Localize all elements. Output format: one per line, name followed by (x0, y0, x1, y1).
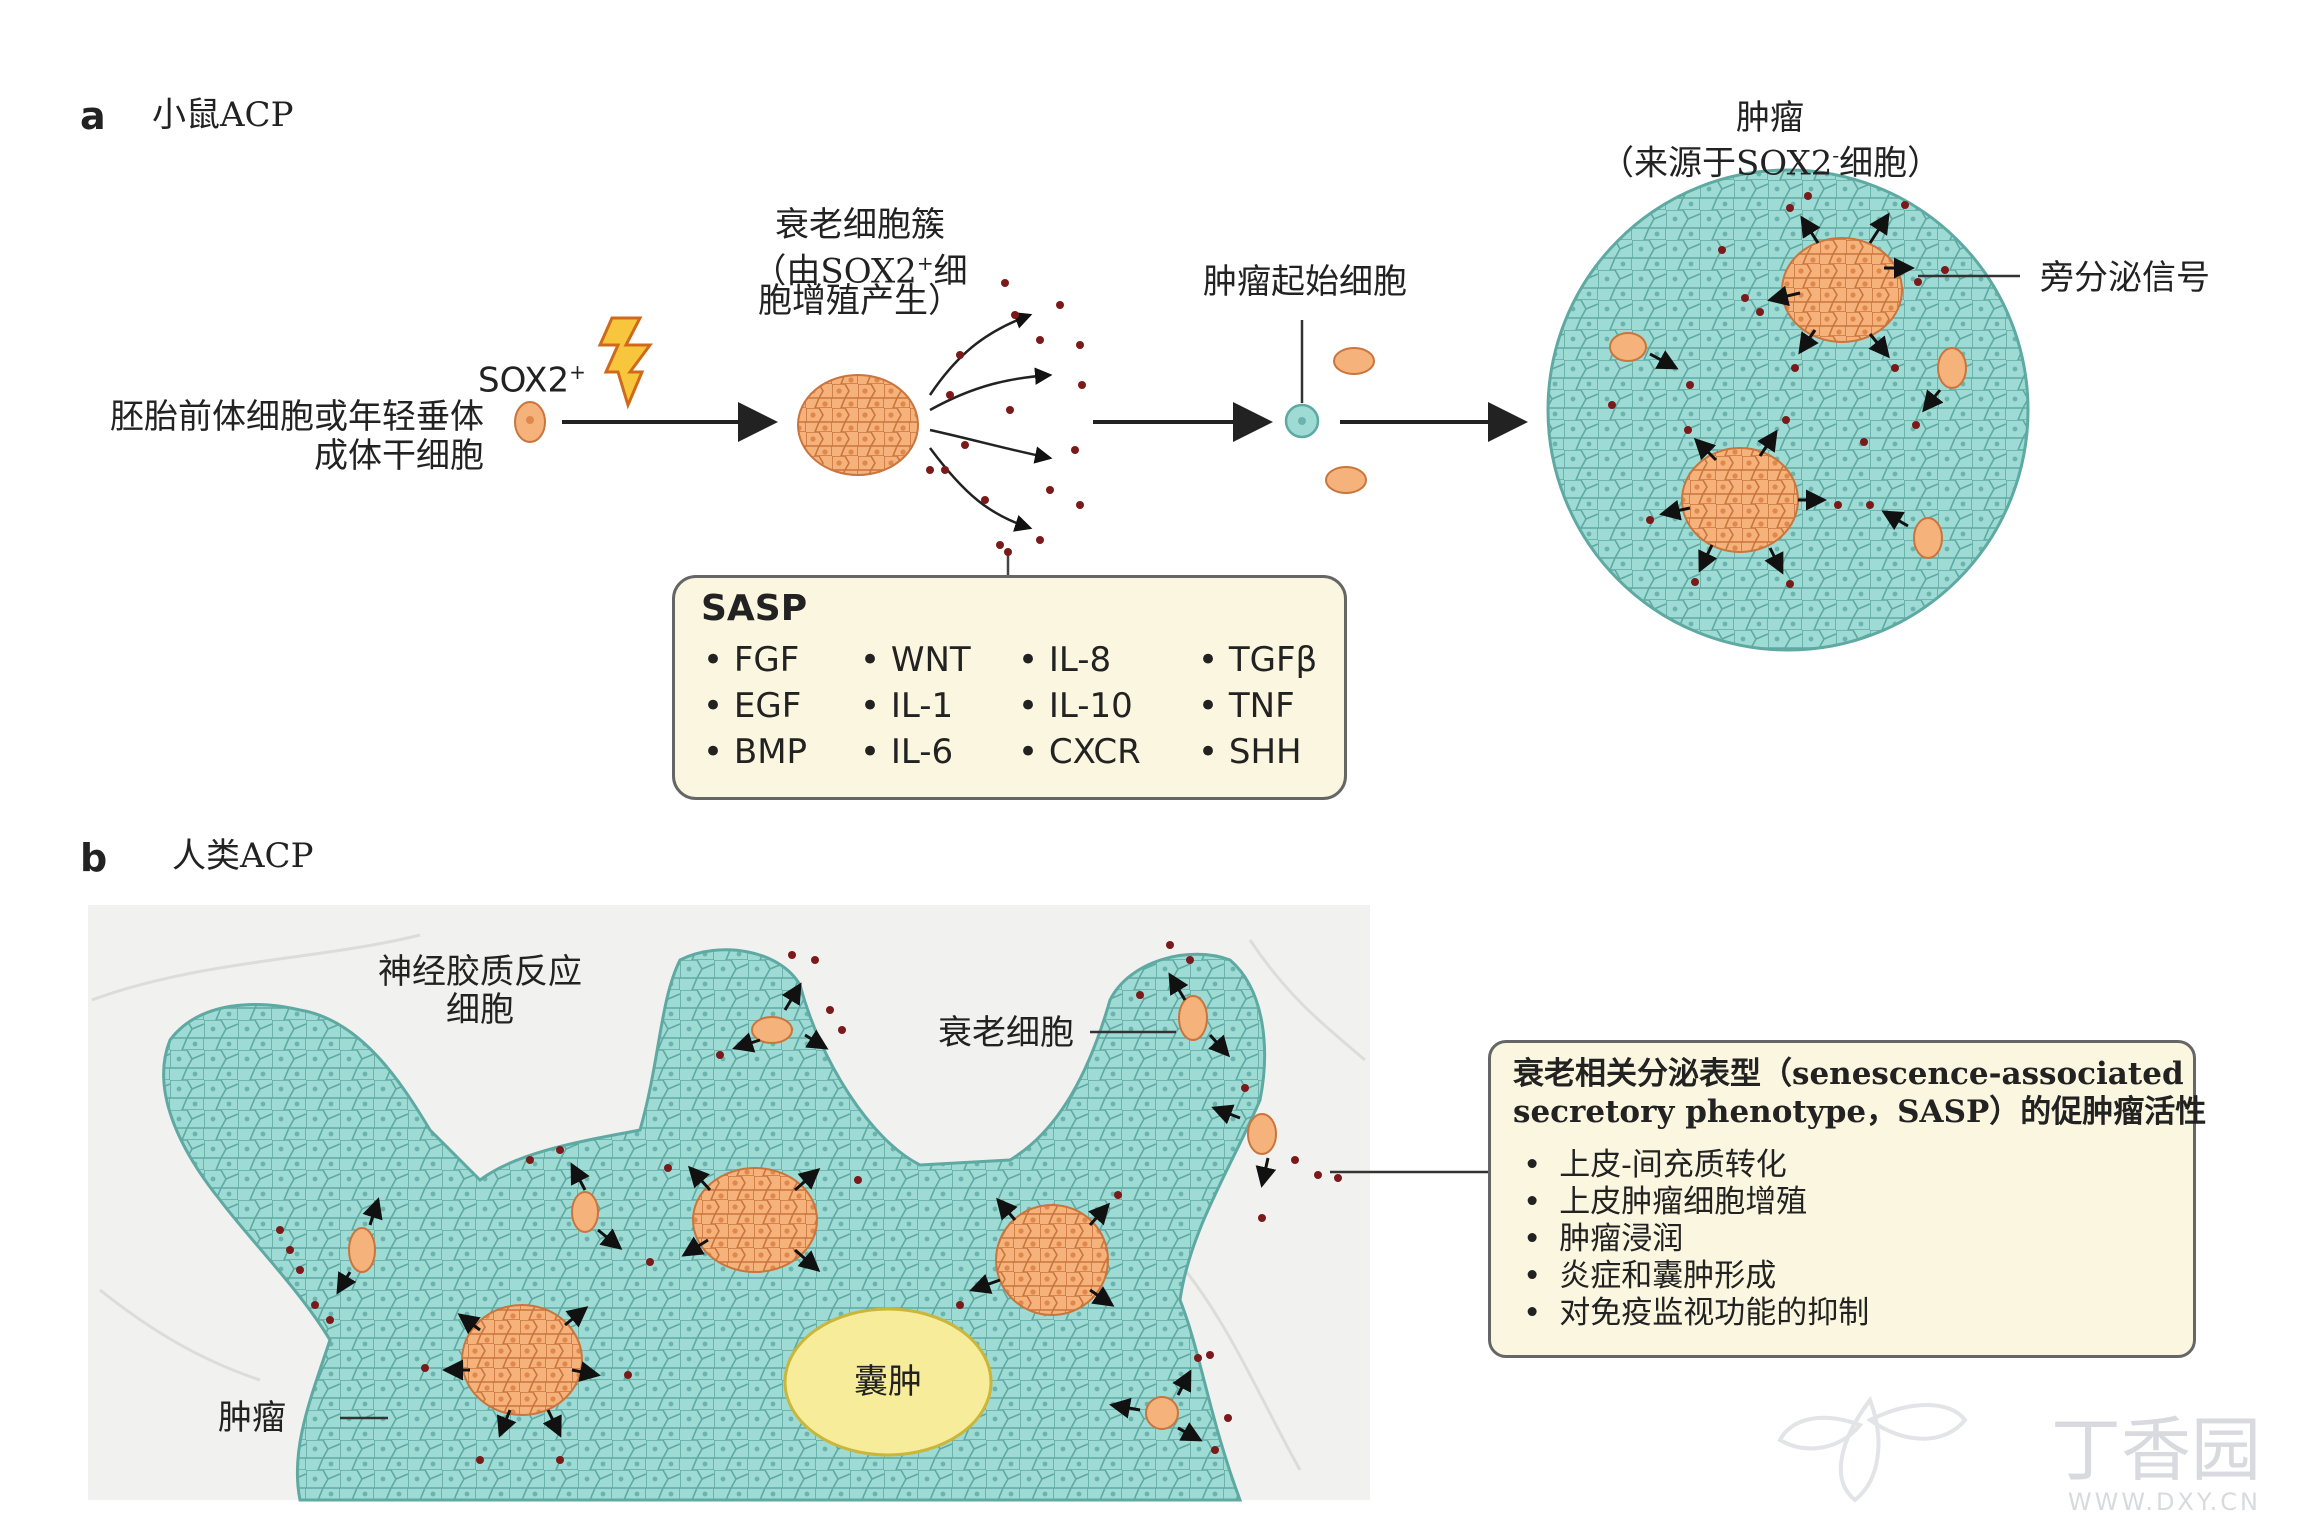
senescent-cell-label: 衰老细胞 (938, 1013, 1074, 1053)
sasp-item: • CXCR (1018, 732, 1141, 772)
watermark-text: 丁香园 (2051, 1409, 2261, 1491)
sasp-item: • BMP (703, 732, 808, 772)
tumor-label-b: 肿瘤 (218, 1398, 286, 1438)
tumor-label-line1: 肿瘤 (1736, 98, 1804, 138)
panel-a-title: 小鼠ACP (152, 95, 294, 135)
senescent-cluster-a (797, 374, 919, 476)
sox2-positive-label: SOX2+ (478, 360, 586, 401)
function-item: 上皮肿瘤细胞增殖 (1523, 1184, 1869, 1221)
function-title-line1: 衰老相关分泌表型（senescence-associated (1513, 1056, 2184, 1092)
precursor-label-line1: 胚胎前体细胞或年轻垂体 (110, 397, 484, 437)
panel-b-title: 人类ACP (172, 836, 314, 876)
cyst-label: 囊肿 (854, 1362, 922, 1402)
senescent-cell-small (1333, 347, 1375, 375)
senescent-cluster (995, 1204, 1109, 1316)
glial-label-line1: 神经胶质反应 (378, 952, 582, 992)
sasp-secretion-dots (926, 279, 1086, 549)
function-item: 炎症和囊肿形成 (1523, 1258, 1869, 1295)
sasp-item: • TNF (1198, 686, 1295, 726)
senescent-cluster (1681, 447, 1799, 553)
panel-b-letter: b (80, 836, 108, 880)
sasp-item: • EGF (703, 686, 802, 726)
watermark: 丁香园 WWW.DXY.CN (2051, 1412, 2261, 1516)
cluster-label-line2: （由SOX2+细 (752, 251, 968, 292)
sasp-item: • FGF (703, 640, 800, 680)
function-item: 对免疫监视功能的抑制 (1523, 1295, 1869, 1332)
tumor-sphere-a (1546, 168, 2030, 652)
tumor-label-line2: （来源于SOX2-细胞） (1600, 143, 1942, 184)
watermark-logo-icon (1777, 1395, 1968, 1503)
sasp-item: • IL-1 (860, 686, 954, 726)
sasp-secretion-arrows (928, 312, 1053, 532)
precursor-label-line2: 成体干细胞 (314, 436, 484, 476)
function-item: 肿瘤浸润 (1523, 1221, 1869, 1258)
sasp-item: • SHH (1198, 732, 1302, 772)
lightning-icon (597, 316, 653, 410)
sasp-item: • TGFβ (1198, 640, 1318, 680)
sasp-box: SASP • FGF • EGF • BMP • WNT • IL-1 • IL… (672, 575, 1347, 800)
sasp-item: • WNT (860, 640, 971, 680)
sasp-item: • IL-6 (860, 732, 954, 772)
senescent-cluster (461, 1304, 583, 1416)
glial-label-line2: 细胞 (446, 990, 514, 1030)
panel-a-letter: a (80, 94, 106, 138)
senescent-cell-small (1325, 466, 1367, 494)
initiating-cell-label: 肿瘤起始细胞 (1203, 262, 1407, 302)
function-item: 上皮-间充质转化 (1523, 1147, 1869, 1184)
cluster-label-line1: 衰老细胞簇 (775, 205, 945, 245)
cyst (783, 1307, 993, 1457)
senescent-cluster (1781, 237, 1903, 343)
function-title-line2: secretory phenotype，SASP）的促肿瘤活性 (1513, 1094, 2207, 1130)
watermark-url: WWW.DXY.CN (2067, 1488, 2261, 1516)
sasp-item: • IL-8 (1018, 640, 1112, 680)
sasp-function-box: 衰老相关分泌表型（senescence-associated secretory… (1488, 1040, 2206, 1358)
sasp-title: SASP (701, 588, 808, 629)
function-list: 上皮-间充质转化 上皮肿瘤细胞增殖 肿瘤浸润 炎症和囊肿形成 对免疫监视功能的抑… (1523, 1147, 1869, 1332)
senescent-cluster (692, 1167, 818, 1273)
sasp-item: • IL-10 (1018, 686, 1133, 726)
paracrine-signal-label: 旁分泌信号 (2040, 258, 2210, 298)
cluster-label-line3: 胞增殖产生） (758, 281, 962, 321)
